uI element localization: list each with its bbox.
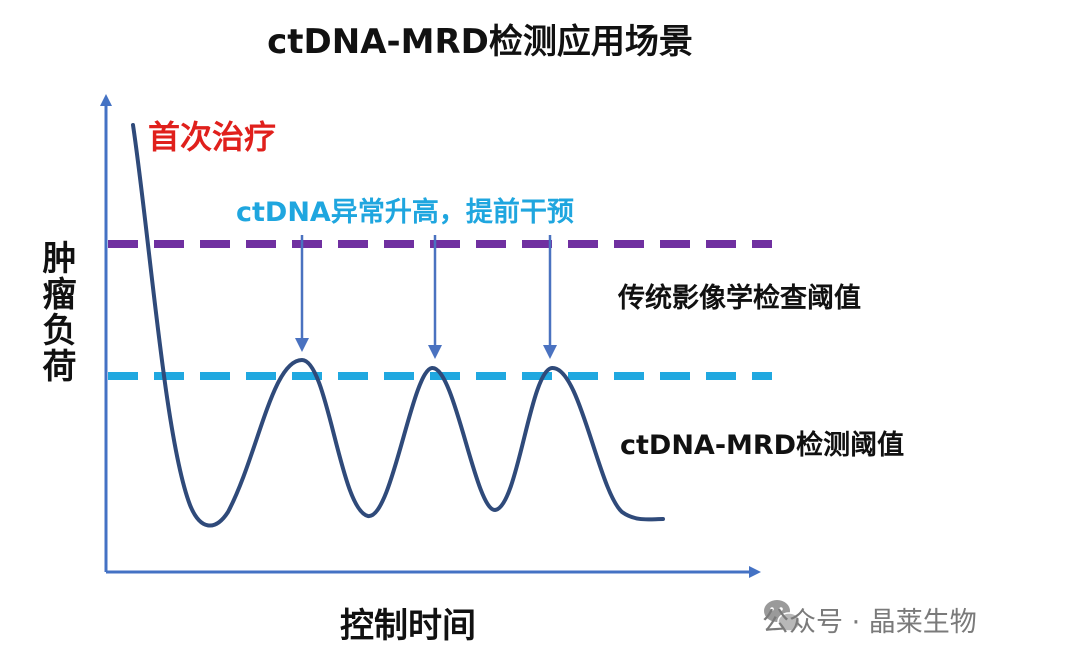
- first-treatment-label: 首次治疗: [148, 118, 277, 156]
- x-axis-label: 控制时间: [340, 606, 476, 646]
- mrd-threshold-label: ctDNA-MRD检测阈值: [620, 430, 905, 461]
- watermark-text: 公众号 · 晶莱生物: [762, 607, 977, 638]
- diagram-title: ctDNA-MRD检测应用场景: [267, 22, 693, 62]
- callout-label: ctDNA异常升高，提前干预: [236, 197, 574, 228]
- wechat-icon: [764, 600, 801, 632]
- y-axis-label: 肿瘤负荷: [36, 240, 76, 384]
- tumor-burden-curve: [131, 123, 665, 528]
- imaging-threshold-label: 传统影像学检查阈值: [618, 283, 861, 314]
